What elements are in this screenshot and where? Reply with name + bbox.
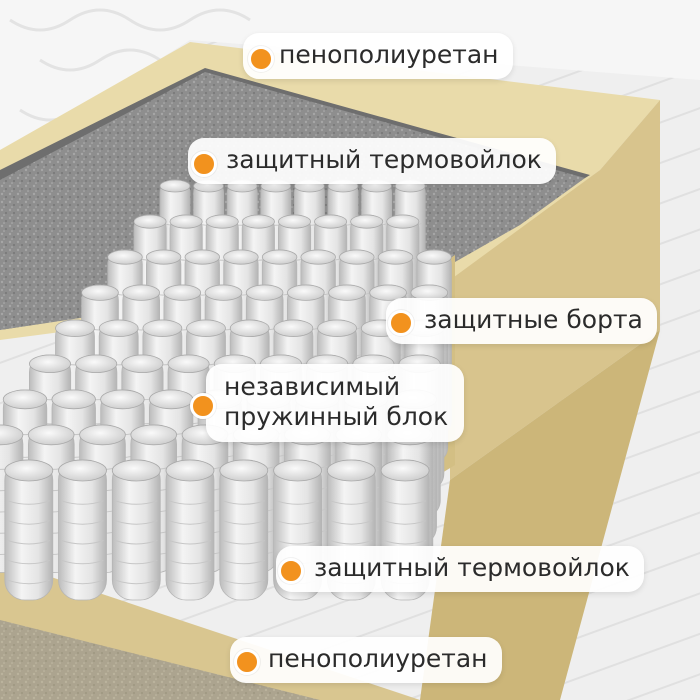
orange-dot-icon <box>278 558 304 584</box>
spring-top <box>380 459 430 482</box>
label-text: пенополиуретан <box>268 644 488 673</box>
spring-top <box>130 424 178 446</box>
label-top-foam: пенополиуретан <box>243 33 513 79</box>
spring-top <box>223 249 259 265</box>
spring-top <box>163 284 202 301</box>
spring-top <box>377 249 414 265</box>
foam-frame-right <box>450 100 660 480</box>
spring-top <box>159 179 191 193</box>
label-top-felt: защитный термовойлок <box>188 138 556 184</box>
spring-top <box>416 249 452 265</box>
spring-top <box>75 354 118 374</box>
foam-frame-front <box>420 330 660 700</box>
spring-top <box>273 319 314 338</box>
spring-top <box>314 214 348 229</box>
spring-top <box>326 459 376 482</box>
spring-top <box>286 284 325 301</box>
label-bottom-felt: защитный термовойлок <box>276 546 644 592</box>
spring-top <box>219 459 269 482</box>
spring-top <box>79 424 126 446</box>
spring-top <box>204 284 243 301</box>
spring-top <box>28 354 72 374</box>
spring-top <box>111 459 161 482</box>
spring-top <box>121 354 164 374</box>
spring-top <box>98 319 139 338</box>
orange-dot-icon <box>190 393 216 419</box>
label-text: пенополиуретан <box>279 40 499 69</box>
spring-top <box>27 424 75 446</box>
spring-top <box>4 459 54 482</box>
spring-top <box>133 214 167 229</box>
orange-dot-icon <box>388 310 414 336</box>
spring-top <box>339 249 375 265</box>
spring-top <box>81 284 119 301</box>
orange-dot-icon <box>234 649 260 675</box>
spring-top <box>277 214 311 229</box>
spring-top <box>229 319 270 338</box>
spring-top <box>142 319 183 338</box>
label-text: защитные борта <box>424 305 643 334</box>
spring-top <box>186 319 226 338</box>
label-text: защитный термовойлок <box>314 553 630 582</box>
spring-top <box>300 249 336 265</box>
spring-top <box>107 249 143 265</box>
spring-top <box>148 389 194 410</box>
label-text-line1: независимый <box>224 372 401 401</box>
spring-top <box>273 459 323 482</box>
label-sides: защитные борта <box>386 298 657 344</box>
spring-top <box>51 389 96 410</box>
spring-top <box>0 424 24 446</box>
spring-top <box>205 214 239 229</box>
spring-top <box>145 249 182 265</box>
spring-top <box>2 389 48 410</box>
spring-top <box>241 214 275 229</box>
orange-dot-icon <box>248 46 274 72</box>
label-text: защитный термовойлок <box>226 145 542 174</box>
spring-top <box>261 249 298 265</box>
spring-top <box>184 249 220 265</box>
label-text-line2: пружинный блок <box>224 402 449 431</box>
spring-top <box>350 214 384 229</box>
spring-top <box>167 354 210 374</box>
spring-top <box>100 389 145 410</box>
spring-top <box>165 459 215 482</box>
spring-top <box>122 284 160 301</box>
spring-top <box>369 284 407 301</box>
spring-top <box>58 459 107 482</box>
label-bottom-foam: пенополиуретан <box>230 637 502 683</box>
quilted-top-cover <box>0 0 700 160</box>
spring-top <box>317 319 358 338</box>
spring-top <box>386 214 420 229</box>
spring-top <box>169 214 203 229</box>
spring-top <box>245 284 284 301</box>
spring-top <box>55 319 95 338</box>
spring-top <box>328 284 366 301</box>
label-spring-block: независимый пружинный блок <box>190 364 465 442</box>
orange-dot-icon <box>191 151 217 177</box>
